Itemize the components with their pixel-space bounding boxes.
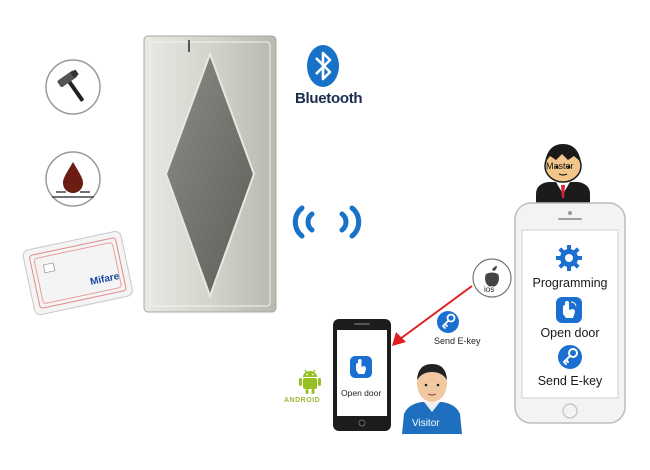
big-phone-open-door-label[interactable]: Open door	[540, 326, 600, 340]
mifare-card: Mifare	[18, 228, 138, 320]
big-phone-programming-label[interactable]: Programming	[532, 276, 608, 290]
send-ekey-key-icon	[436, 310, 460, 334]
master-avatar: Master	[528, 138, 598, 206]
key-icon	[557, 344, 583, 370]
ios-label: ios	[484, 285, 495, 294]
apple-icon	[472, 258, 512, 298]
small-phone-open-door-label[interactable]: Open door	[341, 388, 382, 398]
water-drop-icon	[44, 150, 102, 208]
master-label: Master	[546, 161, 574, 171]
send-ekey-label: Send E-key	[434, 336, 481, 346]
visitor-label: Visitor	[412, 418, 440, 429]
wireless-signal-icon	[288, 198, 366, 246]
visitor-avatar: Visitor	[398, 354, 466, 434]
hammer-feature-icon	[44, 58, 102, 116]
bluetooth-label: Bluetooth	[295, 90, 363, 107]
big-phone-send-ekey-label[interactable]: Send E-key	[537, 374, 603, 388]
hand-tap-icon	[555, 296, 583, 324]
access-reader-device	[140, 34, 280, 314]
send-arrow	[390, 284, 474, 348]
bluetooth-icon	[306, 44, 340, 88]
android-robot-icon	[295, 366, 325, 396]
small-phone-hand-tap-icon	[349, 355, 373, 379]
gear-icon	[554, 243, 584, 273]
android-label: ANDROID	[284, 397, 321, 404]
